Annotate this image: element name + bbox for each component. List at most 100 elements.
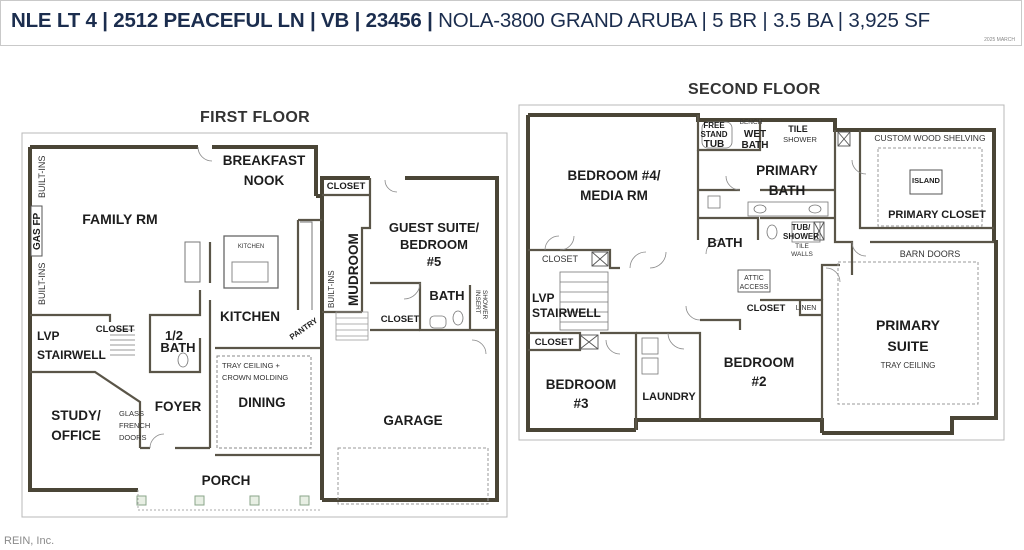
model-name: NOLA-3800 GRAND ARUBA bbox=[438, 9, 697, 32]
first-floor-plan: BREAKFAST NOOK FAMILY RM BUILT-INS GAS F… bbox=[21, 132, 508, 518]
garage-door bbox=[337, 447, 489, 505]
primary-bath-label: PRIMARY bbox=[756, 163, 818, 178]
porch-columns bbox=[136, 495, 310, 506]
gas-fireplace-label: GAS FP bbox=[32, 212, 43, 250]
dining-label: DINING bbox=[238, 395, 285, 410]
island-label: KITCHEN bbox=[238, 244, 264, 250]
mid-closet-label: CLOSET bbox=[747, 303, 786, 314]
pantry-label: PANTRY bbox=[288, 316, 320, 342]
tub-shower-label: TUB/ bbox=[792, 223, 811, 232]
primary-closet-label: PRIMARY CLOSET bbox=[888, 209, 986, 221]
zip-code: 23456 bbox=[365, 9, 422, 32]
guest-suite-label-2: BEDROOM bbox=[400, 237, 468, 252]
kitchen-label: KITCHEN bbox=[220, 309, 280, 324]
barn-doors-label: BARN DOORS bbox=[900, 249, 961, 259]
breakfast-nook-label-2: NOOK bbox=[244, 173, 285, 188]
study-label: STUDY/ bbox=[51, 408, 101, 423]
tile-walls-label: TILE bbox=[795, 243, 809, 250]
first-floor-walls bbox=[28, 145, 499, 502]
upper-lvp-label: LVP bbox=[532, 291, 554, 305]
mudroom-label: MUDROOM bbox=[346, 233, 361, 306]
upper-closet-label: CLOSET bbox=[542, 254, 579, 264]
tray-ceiling-label: TRAY CEILING + bbox=[222, 361, 280, 370]
tub-shower-label-2: SHOWER bbox=[783, 232, 819, 241]
half-bath-label: 1/2 bbox=[165, 328, 183, 343]
bench-label: BENCH bbox=[740, 119, 763, 126]
bedroom-4-label: BEDROOM #4/ bbox=[567, 168, 660, 183]
fireplace bbox=[30, 205, 43, 257]
primary-bath-label-2: BATH bbox=[769, 183, 806, 198]
bathroom-count: 3.5 BA bbox=[773, 9, 833, 32]
separator: | bbox=[832, 9, 849, 32]
closet-island-label: ISLAND bbox=[912, 176, 941, 185]
garage-label: GARAGE bbox=[383, 413, 442, 428]
bedroom-3-label: BEDROOM bbox=[546, 377, 617, 392]
guest-suite-label-3: #5 bbox=[427, 254, 441, 269]
upper-stairwell-label: STAIRWELL bbox=[532, 306, 601, 320]
attic-access-label: ATTIC bbox=[744, 275, 764, 282]
stair-closet-label: CLOSET bbox=[96, 324, 135, 335]
media-room-label: MEDIA RM bbox=[580, 188, 648, 203]
primary-tray-ceiling-label: TRAY CEILING bbox=[881, 361, 936, 370]
tile-walls-label-2: WALLS bbox=[791, 251, 813, 258]
first-floor-frame bbox=[21, 132, 508, 518]
listing-title: NLE LT 4 | 2512 PEACEFUL LN | VB | 23456… bbox=[11, 9, 930, 33]
second-floor-heading: SECOND FLOOR bbox=[688, 81, 821, 98]
primary-suite-tray bbox=[837, 261, 979, 405]
bedroom-3-number: #3 bbox=[573, 396, 589, 411]
custom-shelving-label: CUSTOM WOOD SHELVING bbox=[874, 133, 985, 143]
closet-shelving bbox=[877, 147, 983, 227]
guest-suite-label: GUEST SUITE/ bbox=[389, 220, 480, 235]
breakfast-nook-label: BREAKFAST bbox=[223, 153, 306, 168]
tile-shower-label: TILE bbox=[788, 124, 808, 134]
built-ins-top-label: BUILT-INS bbox=[37, 156, 47, 198]
left-closet-label: CLOSET bbox=[535, 337, 574, 348]
free-stand-label: FREE bbox=[703, 121, 725, 130]
bedroom-count: 5 BR bbox=[712, 9, 757, 32]
separator: | bbox=[421, 9, 439, 32]
attic-access-label-2: ACCESS bbox=[740, 284, 769, 291]
square-footage: 3,925 SF bbox=[848, 9, 930, 32]
second-floor-plan: BEDROOM #4/ MEDIA RM FREE STAND TUB BENC… bbox=[518, 104, 1005, 441]
separator: | bbox=[696, 9, 713, 32]
bedroom-2-label: BEDROOM bbox=[724, 355, 795, 370]
second-floor-walls bbox=[526, 113, 998, 435]
built-ins-bottom-label: BUILT-INS bbox=[37, 263, 47, 305]
primary-suite-label: PRIMARY bbox=[876, 317, 941, 333]
wet-bath-label-2: BATH bbox=[741, 140, 768, 151]
foyer-label: FOYER bbox=[155, 399, 202, 414]
shower-insert-label: INSERT bbox=[474, 290, 481, 314]
shower-label: SHOWER bbox=[481, 290, 488, 320]
separator: | bbox=[349, 9, 366, 32]
second-floor-stairs bbox=[559, 271, 609, 331]
closet-island bbox=[909, 169, 943, 195]
mudroom-built-ins-label: BUILT-INS bbox=[327, 270, 336, 308]
doors-label: DOORS bbox=[119, 433, 147, 442]
dining-tray-ceiling bbox=[216, 355, 312, 449]
french-doors-label: FRENCH bbox=[119, 421, 150, 430]
bedroom-2-number: #2 bbox=[751, 374, 766, 389]
tile-shower-label-2: SHOWER bbox=[783, 135, 817, 144]
closet-label-top: CLOSET bbox=[327, 181, 366, 192]
header-note: 2025 MARCH bbox=[984, 37, 1015, 43]
separator: | bbox=[304, 9, 322, 32]
second-floor-frame bbox=[518, 104, 1005, 441]
half-bath-label-2: BATH bbox=[160, 340, 195, 355]
separator: | bbox=[756, 9, 774, 32]
glass-doors-label: GLASS bbox=[119, 409, 144, 418]
first-floor-stairs bbox=[110, 329, 135, 356]
guest-bath-label: BATH bbox=[429, 288, 464, 303]
primary-suite-label-2: SUITE bbox=[887, 338, 928, 354]
lot-number: NLE LT 4 bbox=[11, 9, 97, 32]
hall-bath-label: BATH bbox=[707, 235, 742, 250]
listing-header: NLE LT 4 | 2512 PEACEFUL LN | VB | 23456… bbox=[0, 0, 1022, 46]
first-floor-heading: FIRST FLOOR bbox=[200, 109, 310, 126]
laundry-label: LAUNDRY bbox=[642, 391, 696, 403]
street-address: 2512 PEACEFUL LN bbox=[113, 9, 305, 32]
crown-molding-label: CROWN MOLDING bbox=[222, 373, 288, 382]
tub-label: TUB bbox=[704, 139, 725, 150]
city: VB bbox=[321, 9, 350, 32]
family-room-label: FAMILY RM bbox=[82, 211, 157, 227]
office-label: OFFICE bbox=[51, 428, 101, 443]
